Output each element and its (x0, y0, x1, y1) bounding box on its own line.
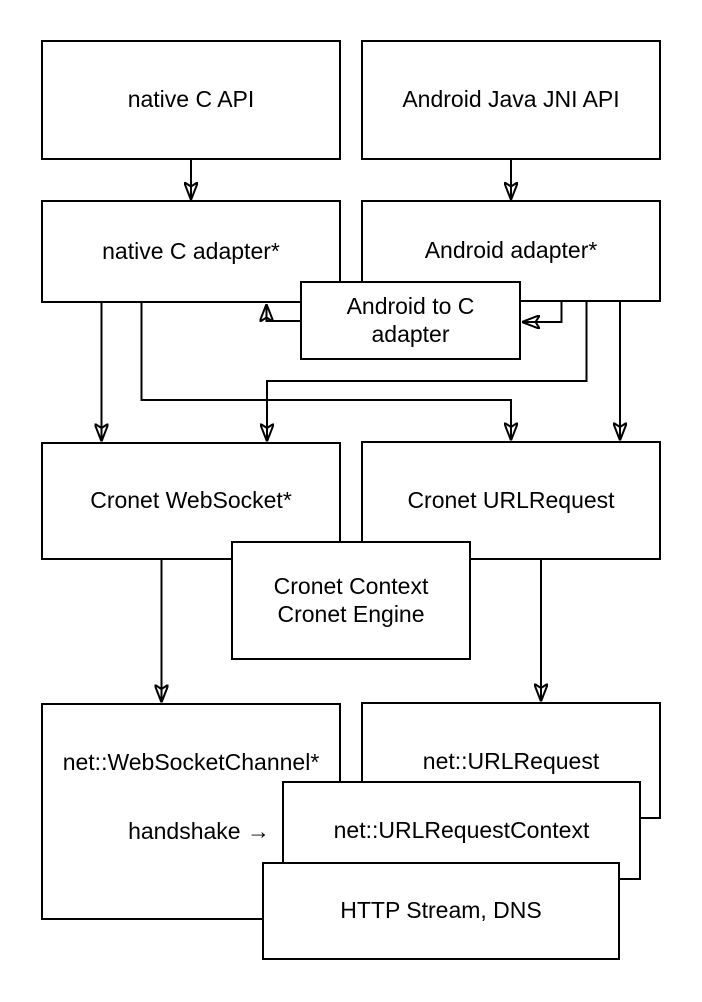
box-native-c-adapter-label: native C adapter* (102, 237, 280, 264)
arrow-android-to-c-adapter-to-native-c-adapter (267, 305, 300, 322)
handshake-label: handshake → (128, 818, 270, 844)
box-android-adapter-label: Android adapter* (424, 237, 598, 264)
box-cronet-urlrequest: Cronet URLRequest (361, 441, 661, 560)
box-net-urlrequestcontext-label: net::URLRequestContext (333, 816, 590, 843)
box-cronet-context-engine: Cronet Context Cronet Engine (231, 541, 471, 660)
arrow-android-adapter-to-android-to-c-adapter (523, 302, 563, 322)
box-net-websocketchannel-label: net::WebSocketChannel* (62, 749, 320, 775)
box-android-to-c-adapter-label: Android to C adapter (346, 292, 475, 347)
box-net-urlrequest-label: net::URLRequest (422, 748, 600, 774)
box-cronet-websocket-label: Cronet WebSocket* (90, 487, 292, 514)
box-http-stream-dns-label: HTTP Stream, DNS (340, 897, 542, 924)
box-cronet-websocket: Cronet WebSocket* (41, 442, 341, 560)
box-http-stream-dns: HTTP Stream, DNS (262, 862, 620, 960)
box-android-java-jni-api-label: Android Java JNI API (402, 86, 620, 113)
box-android-java-jni-api: Android Java JNI API (361, 40, 661, 160)
box-native-c-adapter: native C adapter* (41, 200, 341, 303)
box-native-c-api: native C API (41, 40, 341, 160)
box-cronet-urlrequest-label: Cronet URLRequest (407, 486, 615, 513)
box-native-c-api-label: native C API (127, 86, 255, 113)
box-cronet-context-engine-label: Cronet Context Cronet Engine (273, 572, 429, 627)
box-android-to-c-adapter: Android to C adapter (300, 281, 521, 360)
